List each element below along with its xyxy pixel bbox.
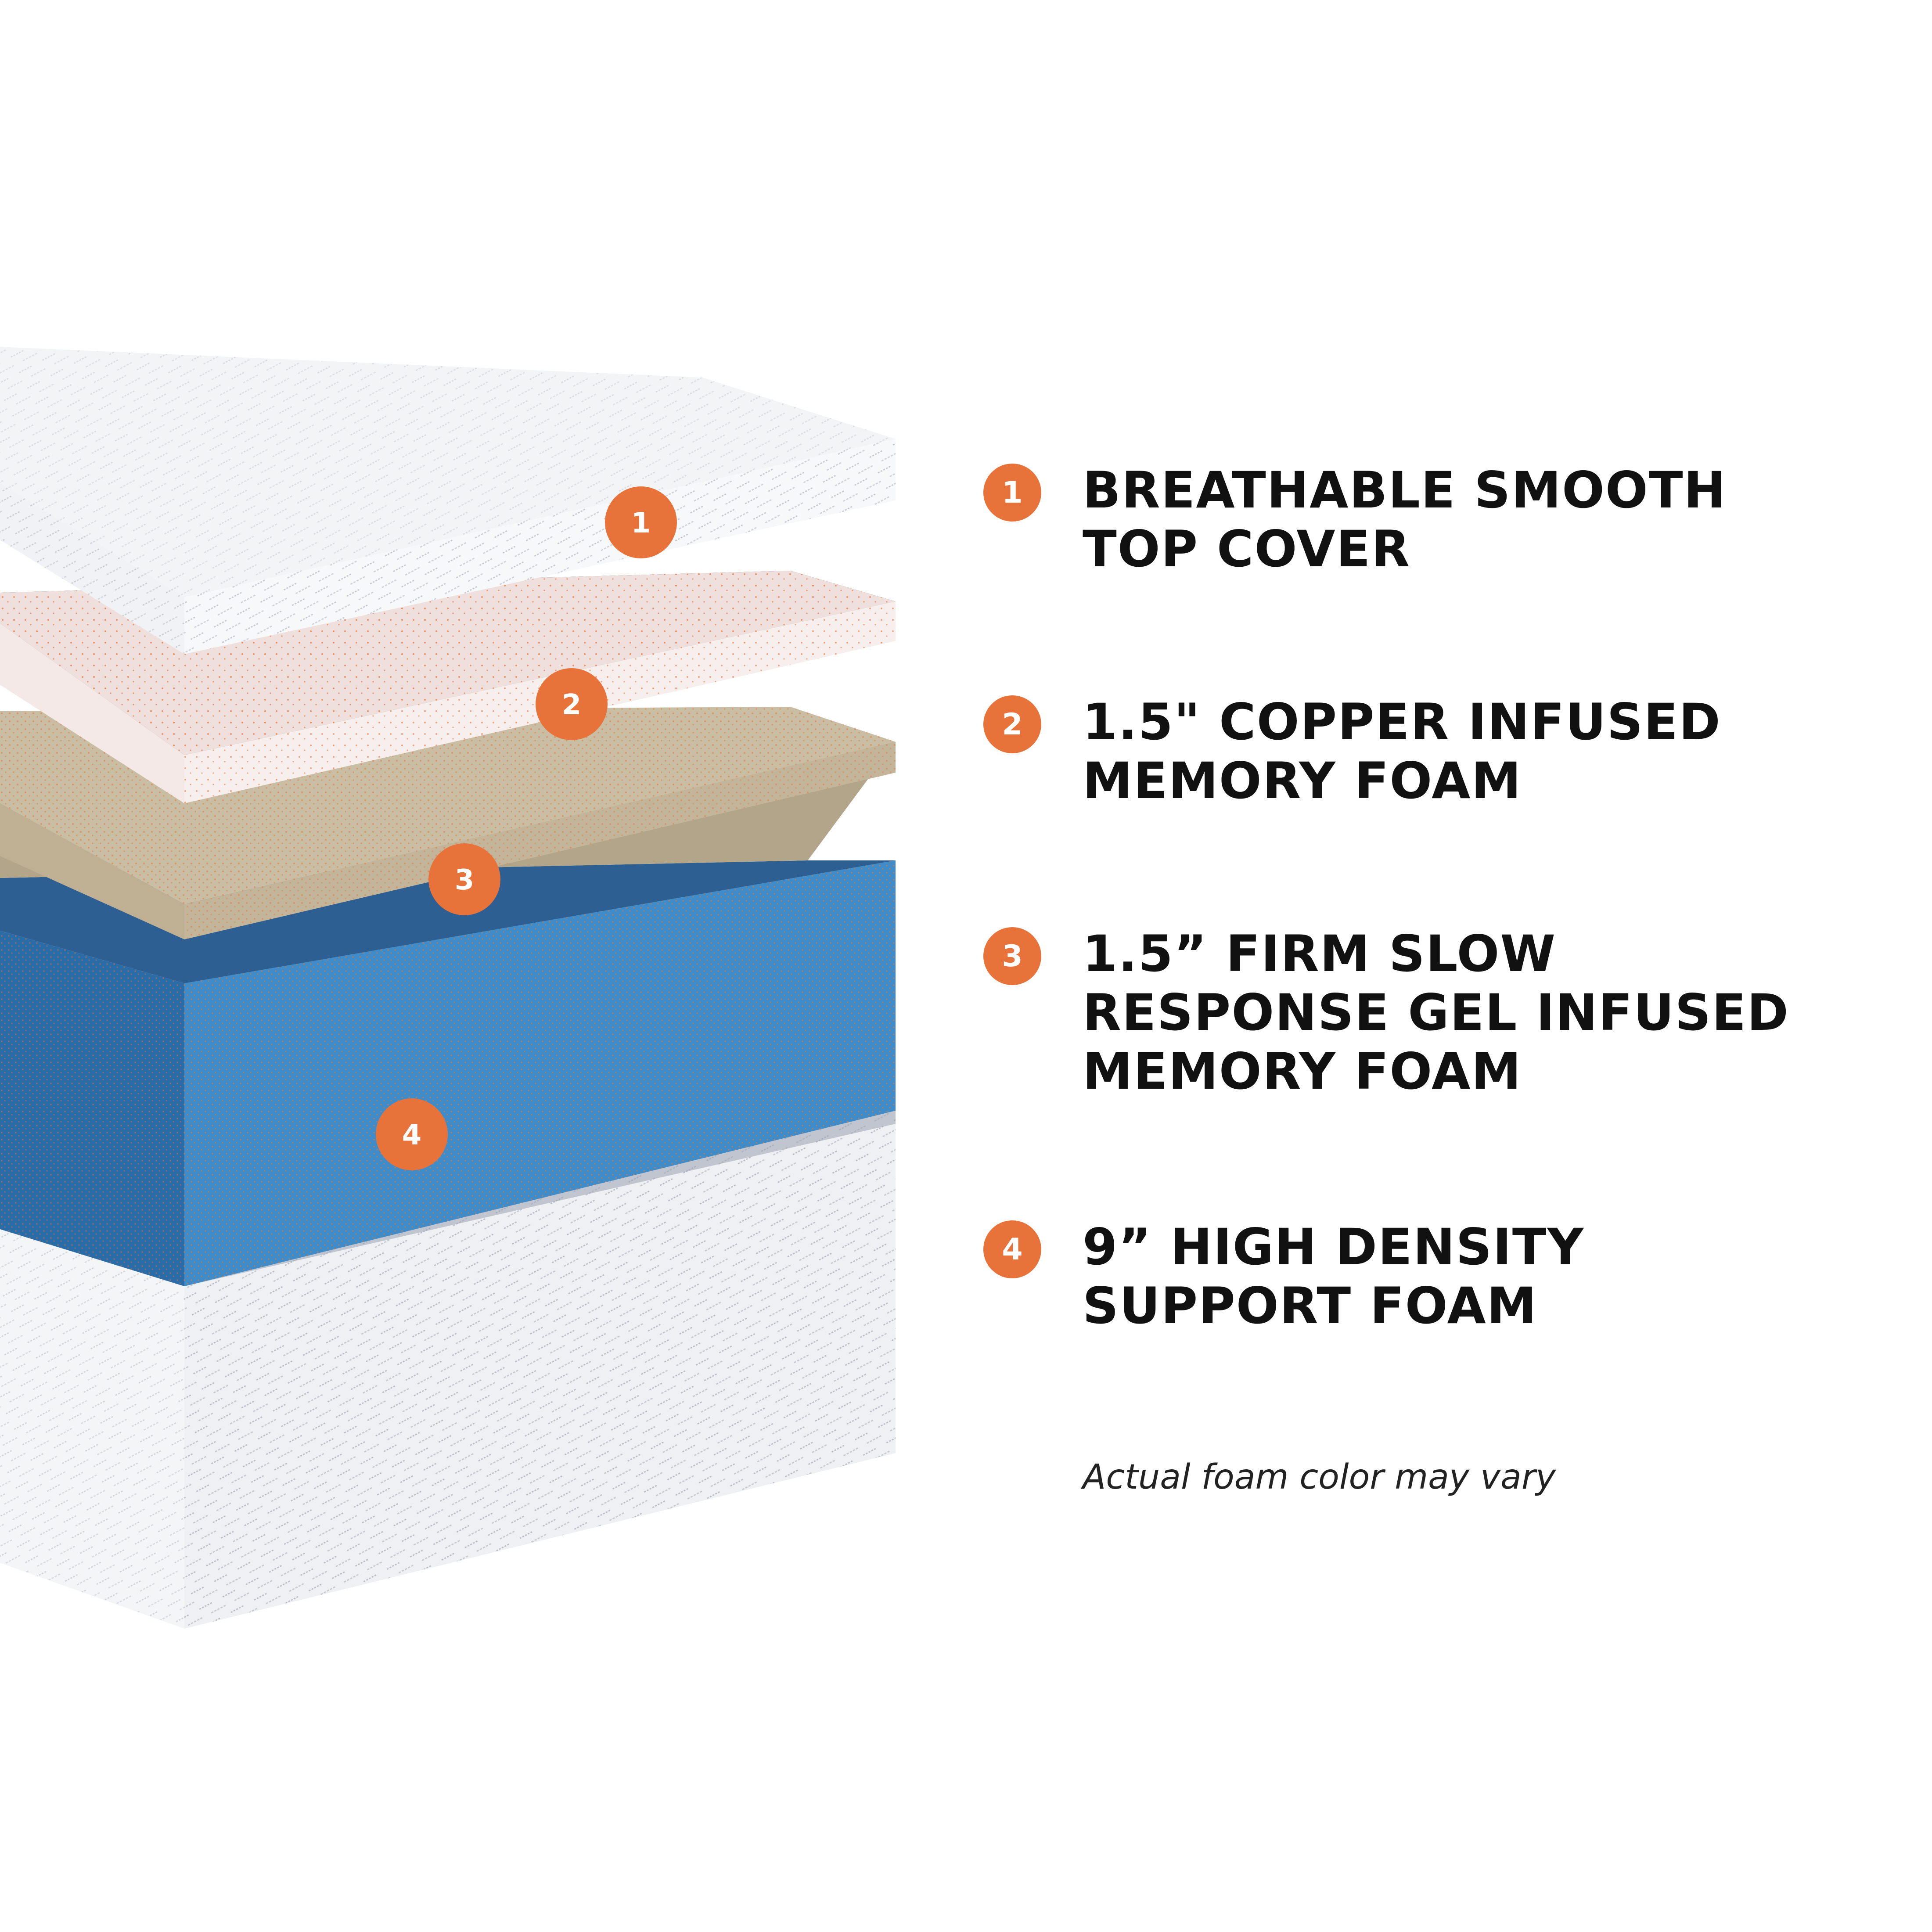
legend-item-1: 1 BREATHABLE SMOOTH TOP COVER (983, 461, 1917, 579)
legend-badge-2: 2 (983, 695, 1041, 753)
marker-2: 2 (536, 668, 608, 740)
footnote: Actual foam color may vary (1083, 1457, 1556, 1497)
svg-text:2: 2 (562, 689, 582, 721)
svg-text:4: 4 (402, 1119, 422, 1151)
svg-text:3: 3 (455, 864, 475, 896)
marker-3: 3 (428, 843, 500, 915)
mattress-illustration: 1 2 3 4 (0, 347, 896, 1629)
legend-item-3: 3 1.5” FIRM SLOW RESPONSE GEL INFUSED ME… (983, 925, 1917, 1101)
legend-label-3: 1.5” FIRM SLOW RESPONSE GEL INFUSED MEMO… (1083, 925, 1789, 1101)
layer-1-top-cover (0, 347, 896, 654)
marker-4: 4 (376, 1098, 448, 1170)
legend-item-4: 4 9” HIGH DENSITY SUPPORT FOAM (983, 1218, 1917, 1335)
legend-badge-3: 3 (983, 927, 1041, 985)
legend-label-2: 1.5" COPPER INFUSED MEMORY FOAM (1083, 693, 1721, 810)
legend-badge-4: 4 (983, 1220, 1041, 1278)
legend-label-4: 9” HIGH DENSITY SUPPORT FOAM (1083, 1218, 1585, 1335)
legend-badge-1: 1 (983, 464, 1041, 522)
legend-label-1: BREATHABLE SMOOTH TOP COVER (1083, 461, 1727, 578)
svg-text:1: 1 (631, 507, 651, 540)
legend-item-2: 2 1.5" COPPER INFUSED MEMORY FOAM (983, 693, 1917, 810)
marker-1: 1 (605, 486, 677, 558)
layer-4-blue-foam (0, 860, 896, 1286)
